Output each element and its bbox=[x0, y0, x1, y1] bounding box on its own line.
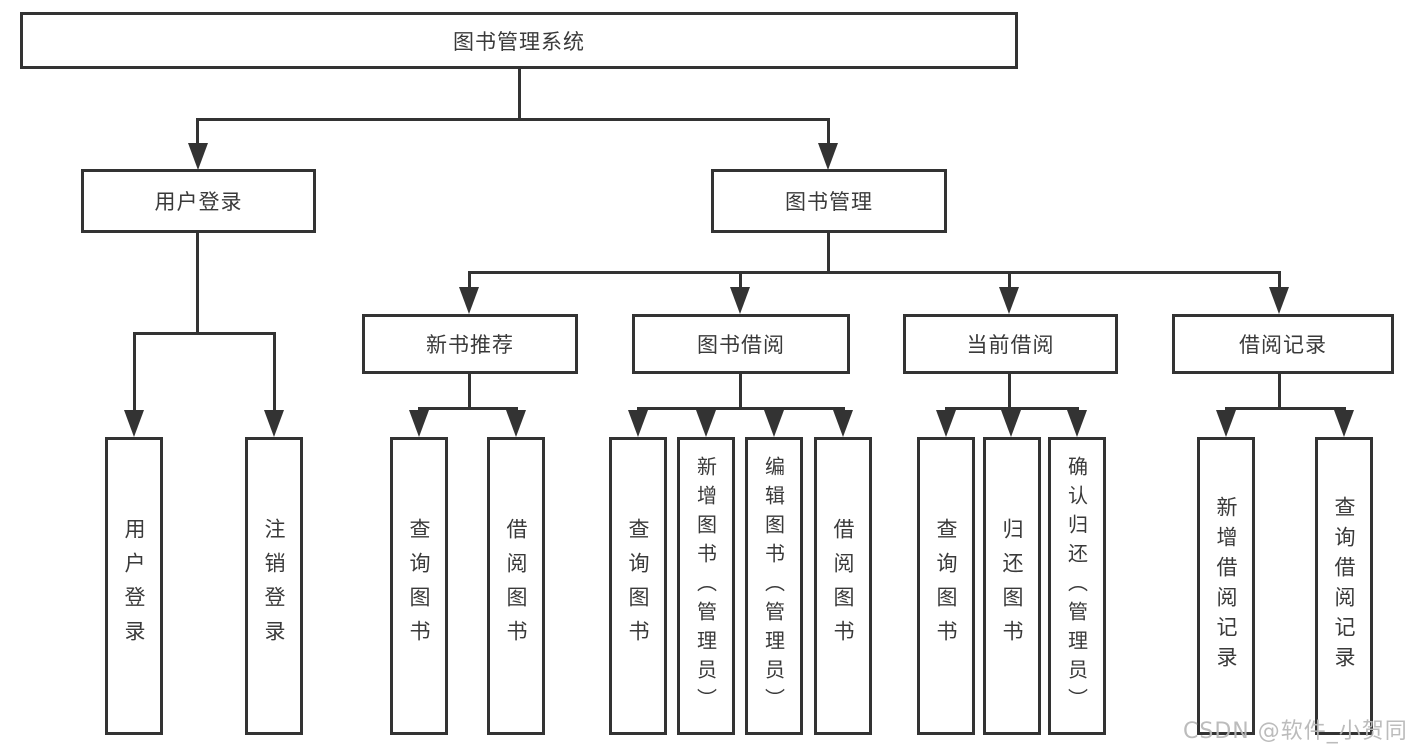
connector-line bbox=[518, 68, 521, 121]
leaf-borrow-books-2: 借阅图书 bbox=[814, 437, 872, 735]
leaf-query-books-1: 查询图书 bbox=[390, 437, 448, 735]
leaf-query-borrow-record-label: 查询借阅记录 bbox=[1332, 496, 1356, 676]
leaf-logout-label: 注销登录 bbox=[262, 518, 286, 654]
arrow-down-icon bbox=[936, 410, 956, 437]
connector-line bbox=[827, 118, 830, 146]
node-borrowing-records: 借阅记录 bbox=[1172, 314, 1394, 374]
leaf-add-books-admin-label: 新增图书（管理员） bbox=[693, 455, 718, 717]
connector-line bbox=[1008, 372, 1011, 410]
connector-line bbox=[196, 231, 199, 335]
connector-line bbox=[1225, 407, 1346, 410]
leaf-borrow-books-1-label: 借阅图书 bbox=[504, 518, 528, 654]
leaf-return-books: 归还图书 bbox=[983, 437, 1041, 735]
leaf-user-login-label: 用户登录 bbox=[122, 518, 146, 654]
leaf-logout: 注销登录 bbox=[245, 437, 303, 735]
connector-line bbox=[739, 271, 742, 291]
leaf-query-books-2: 查询图书 bbox=[609, 437, 667, 735]
node-current-borrowing-label: 当前借阅 bbox=[966, 333, 1055, 357]
node-library-management-system: 图书管理系统 bbox=[20, 12, 1018, 69]
arrow-down-icon bbox=[1001, 410, 1021, 437]
arrow-down-icon bbox=[409, 410, 429, 437]
node-user-login-label: 用户登录 bbox=[154, 190, 243, 214]
node-current-borrowing: 当前借阅 bbox=[903, 314, 1118, 374]
connector-line bbox=[468, 271, 1281, 274]
node-book-borrowing: 图书借阅 bbox=[632, 314, 850, 374]
node-book-borrowing-label: 图书借阅 bbox=[697, 333, 785, 357]
leaf-query-books-1-label: 查询图书 bbox=[407, 518, 431, 654]
arrow-down-icon bbox=[124, 410, 144, 437]
connector-line bbox=[468, 271, 471, 291]
arrow-down-icon bbox=[188, 143, 208, 170]
arrow-down-icon bbox=[1067, 410, 1087, 437]
connector-line bbox=[468, 372, 471, 410]
connector-line bbox=[637, 407, 845, 410]
connector-line bbox=[133, 332, 276, 335]
leaf-add-books-admin: 新增图书（管理员） bbox=[677, 437, 735, 735]
leaf-add-borrow-record: 新增借阅记录 bbox=[1197, 437, 1255, 735]
arrow-down-icon bbox=[506, 410, 526, 437]
connector-line bbox=[827, 231, 830, 274]
leaf-query-books-3-label: 查询图书 bbox=[934, 518, 958, 654]
leaf-edit-books-admin: 编辑图书（管理员） bbox=[745, 437, 803, 735]
arrow-down-icon bbox=[833, 410, 853, 437]
arrow-down-icon bbox=[696, 410, 716, 437]
connector-line bbox=[1278, 372, 1281, 410]
node-new-book-recommend-label: 新书推荐 bbox=[426, 333, 514, 357]
connector-line bbox=[739, 372, 742, 410]
leaf-add-borrow-record-label: 新增借阅记录 bbox=[1214, 496, 1238, 676]
csdn-watermark: CSDN @软件_小贺同学 bbox=[1183, 719, 1405, 744]
leaf-return-books-label: 归还图书 bbox=[1000, 518, 1024, 654]
leaf-edit-books-admin-label: 编辑图书（管理员） bbox=[761, 455, 786, 717]
arrow-down-icon bbox=[1216, 410, 1236, 437]
connector-line bbox=[133, 332, 136, 412]
arrow-down-icon bbox=[264, 410, 284, 437]
arrow-down-icon bbox=[999, 287, 1019, 314]
node-library-management-system-label: 图书管理系统 bbox=[453, 29, 585, 54]
connector-line bbox=[196, 118, 830, 121]
arrow-down-icon bbox=[1334, 410, 1354, 437]
node-new-book-recommend: 新书推荐 bbox=[362, 314, 578, 374]
leaf-borrow-books-1: 借阅图书 bbox=[487, 437, 545, 735]
leaf-confirm-return-admin-label: 确认归还（管理员） bbox=[1064, 455, 1089, 717]
connector-line bbox=[196, 118, 199, 146]
node-borrowing-records-label: 借阅记录 bbox=[1239, 333, 1327, 357]
node-book-management-label: 图书管理 bbox=[785, 190, 873, 214]
arrow-down-icon bbox=[628, 410, 648, 437]
arrow-down-icon bbox=[459, 287, 479, 314]
connector-line bbox=[1278, 271, 1281, 291]
connector-line bbox=[418, 407, 518, 410]
connector-line bbox=[273, 332, 276, 412]
arrow-down-icon bbox=[818, 143, 838, 170]
connector-line bbox=[1008, 271, 1011, 291]
leaf-confirm-return-admin: 确认归还（管理员） bbox=[1048, 437, 1106, 735]
arrow-down-icon bbox=[730, 287, 750, 314]
leaf-user-login: 用户登录 bbox=[105, 437, 163, 735]
node-book-management: 图书管理 bbox=[711, 169, 947, 233]
leaf-query-borrow-record: 查询借阅记录 bbox=[1315, 437, 1373, 735]
leaf-query-books-3: 查询图书 bbox=[917, 437, 975, 735]
arrow-down-icon bbox=[1269, 287, 1289, 314]
leaf-borrow-books-2-label: 借阅图书 bbox=[831, 518, 855, 654]
connector-line bbox=[945, 407, 1079, 410]
node-user-login: 用户登录 bbox=[81, 169, 316, 233]
leaf-query-books-2-label: 查询图书 bbox=[626, 518, 650, 654]
arrow-down-icon bbox=[764, 410, 784, 437]
